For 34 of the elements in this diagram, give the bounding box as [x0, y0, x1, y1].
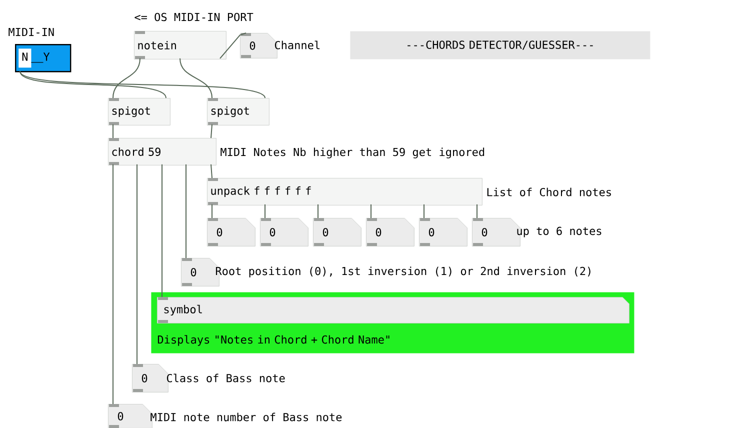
object-box: chord 59	[108, 138, 216, 166]
patch-cord	[20, 70, 266, 98]
comment-text: MIDI Notes Nb higher than 59 get ignored	[220, 148, 484, 158]
number-box: 0	[207, 218, 256, 246]
object-box: notein	[134, 31, 226, 60]
object-box: spigot	[108, 98, 170, 126]
comment-text: MIDI-IN	[8, 28, 54, 36]
symbol-box: symbol	[157, 297, 630, 324]
patch-cord	[220, 32, 246, 59]
toggle-switch: N Y	[15, 44, 72, 72]
comment-text: Channel	[274, 40, 320, 50]
patch-cord	[136, 164, 138, 364]
patch-cord	[180, 58, 212, 98]
comment-text: <= OS MIDI-IN PORT	[134, 12, 254, 22]
number-box: 0	[366, 218, 414, 246]
patch-cord	[210, 124, 212, 138]
patch-cord	[112, 164, 114, 404]
object-box: spigot	[207, 98, 270, 126]
patch-cord	[476, 204, 478, 218]
object-box: unpack f f f f f f	[207, 178, 482, 206]
patch-cord	[264, 204, 266, 218]
number-box: 0	[260, 218, 308, 246]
number-box: 0	[419, 218, 468, 246]
patch-cord	[20, 70, 166, 98]
comment-band: ---CHORDS DETECTOR/GUESSER---	[350, 31, 650, 60]
number-box: 0	[132, 364, 168, 392]
patch-cord	[112, 124, 114, 138]
comment-text: Class of Bass note	[166, 374, 285, 382]
patch-cord	[370, 204, 372, 218]
number-box: 0	[313, 218, 362, 246]
comment-text: List of Chord notes	[487, 188, 611, 196]
comment-text: MIDI note number of Bass note	[150, 412, 342, 422]
patch-cord	[112, 58, 140, 98]
patch-cord	[210, 164, 212, 178]
